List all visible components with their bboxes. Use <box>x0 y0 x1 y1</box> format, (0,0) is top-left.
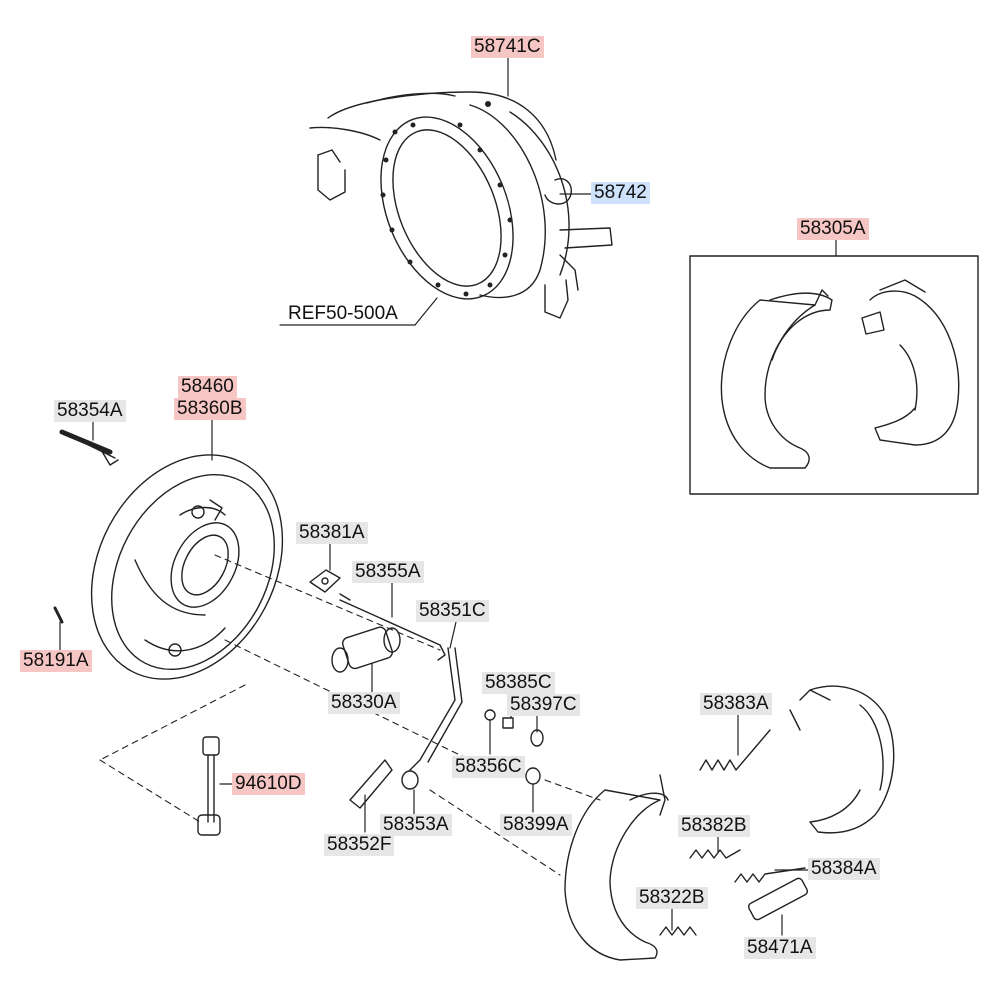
part-label-58385C: 58385C <box>482 672 555 694</box>
spring-58322B <box>659 926 697 936</box>
brake-shoe-lower <box>564 774 669 961</box>
part-label-58351C: 58351C <box>416 600 489 622</box>
washer-58385C <box>502 717 514 729</box>
adjuster <box>747 877 809 921</box>
spring-58383A <box>699 729 771 771</box>
lever <box>409 647 456 771</box>
part-label-58322B: 58322B <box>636 887 708 909</box>
part-label-58383A: 58383A <box>700 693 772 715</box>
cup-58399A <box>525 767 541 785</box>
part-label-58305A: 58305A <box>797 218 869 240</box>
part-label-58382B: 58382B <box>678 815 750 837</box>
backing-plate <box>90 454 284 680</box>
label-leaders <box>59 57 837 936</box>
part-label-58471A: 58471A <box>744 937 816 959</box>
sensor <box>197 736 221 836</box>
brake-shoe-set-inset <box>720 279 960 469</box>
shoe-kit-box <box>689 255 979 495</box>
pin-58356C <box>484 709 496 721</box>
part-label-58354A: 58354A <box>54 400 126 422</box>
axle-housing-flange <box>309 91 613 319</box>
plate-58381A <box>309 569 341 593</box>
part-label-58356C: 58356C <box>452 756 525 778</box>
part-label-58397C: 58397C <box>507 694 580 716</box>
part-label-58191A: 58191A <box>20 650 92 672</box>
spring-58382B <box>689 849 741 859</box>
part-label-58460: 58460 <box>178 376 237 398</box>
spring-58353A <box>401 770 419 790</box>
part-label-94610D: 94610D <box>232 773 305 795</box>
hub-bolt <box>59 429 119 466</box>
part-label-58384A: 58384A <box>808 858 880 880</box>
part-label-58352F: 58352F <box>324 834 395 856</box>
screw <box>53 606 64 624</box>
part-label-58399A: 58399A <box>500 814 572 836</box>
part-label-58381A: 58381A <box>296 522 368 544</box>
part-label-REF50-500A: REF50-500A <box>288 303 398 324</box>
strut-rod <box>339 599 446 661</box>
part-label-58360B: 58360B <box>174 398 246 420</box>
part-label-58355A: 58355A <box>352 561 424 583</box>
part-label-58741C: 58741C <box>471 36 544 58</box>
brake-shoe-right <box>789 685 895 834</box>
part-label-58353A: 58353A <box>380 814 452 836</box>
part-label-58742: 58742 <box>591 182 650 204</box>
part-label-58330A: 58330A <box>328 692 400 714</box>
spring-58384A <box>734 867 806 883</box>
wheel-cylinder <box>331 626 401 673</box>
bracket-58352F <box>349 759 393 809</box>
